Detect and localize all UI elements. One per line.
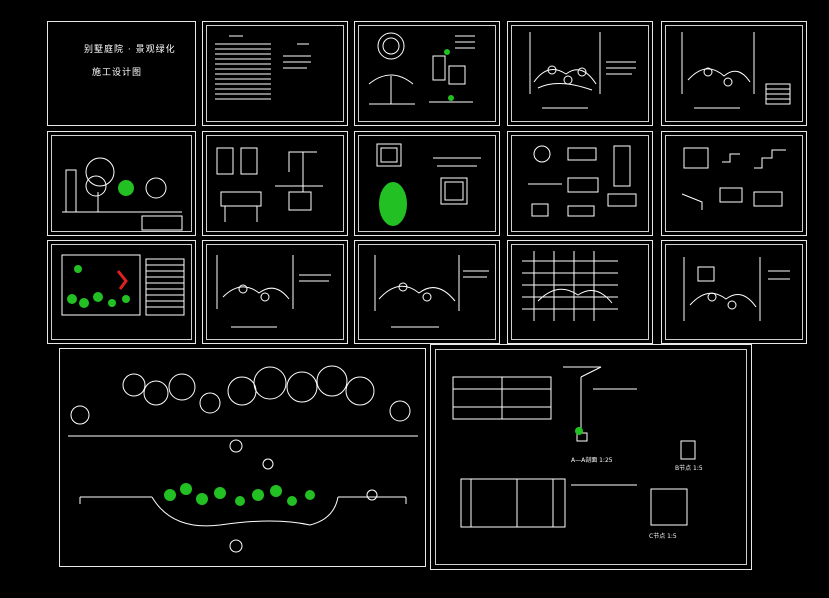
sheet-frame	[665, 135, 803, 232]
sheet-frame	[511, 135, 649, 232]
paving-detail-drawing	[528, 145, 637, 217]
sheet-large-structure[interactable]: A—A剖面 1:25 B节点 1:5 C节点 1:5	[430, 344, 752, 570]
elevation-drawing	[62, 157, 183, 231]
plan-drawing-4	[374, 255, 489, 328]
sheet-paving-detail[interactable]	[507, 131, 653, 236]
cover-subtitle: 施工设计图	[92, 68, 143, 78]
sheet-frame	[206, 25, 344, 122]
sheet-index[interactable]	[202, 21, 348, 126]
caption-section-a: A—A剖面 1:25	[571, 457, 613, 464]
sheet-frame	[358, 244, 496, 340]
plan-drawing-5	[683, 257, 790, 321]
planting-detail-drawing	[376, 143, 481, 226]
sheet-section-1[interactable]	[202, 131, 348, 236]
sheet-large-elevation-plan[interactable]	[59, 348, 426, 567]
grid-plan-drawing	[522, 251, 618, 321]
steps-detail-drawing	[681, 147, 786, 210]
sheet-frame	[511, 25, 649, 122]
large-elevation-plan-drawing	[68, 365, 418, 553]
sheet-frame	[358, 135, 496, 232]
sheet-frame	[665, 244, 803, 340]
plan-drawing-1	[529, 32, 636, 109]
sheet-planting-detail[interactable]	[354, 131, 500, 236]
index-table-drawing	[215, 35, 311, 100]
tree-detail-drawing	[368, 32, 475, 105]
caption-detail-c: C节点 1:5	[649, 533, 677, 540]
sheet-grid-plan[interactable]	[507, 240, 653, 344]
site-plan-drawing	[61, 254, 185, 316]
cover-title: 别墅庭院 · 景观绿化	[84, 45, 176, 55]
sheet-plan-1[interactable]	[507, 21, 653, 126]
sheet-steps-detail[interactable]	[661, 131, 807, 236]
sheet-frame	[206, 135, 344, 232]
sheet-frame	[665, 25, 803, 122]
sheet-frame	[435, 349, 747, 565]
section-drawing-1	[216, 147, 323, 222]
sheet-frame	[51, 244, 192, 340]
sheet-plan-4[interactable]	[354, 240, 500, 344]
cover-sheet[interactable]: 别墅庭院 · 景观绿化 施工设计图	[47, 21, 196, 126]
sheet-site-plan[interactable]	[47, 240, 196, 344]
plan-drawing-2	[681, 32, 791, 109]
caption-detail-b: B节点 1:5	[675, 465, 703, 472]
sheet-frame	[51, 135, 192, 232]
plan-drawing-3	[216, 255, 331, 328]
sheet-frame	[358, 25, 496, 122]
sheet-frame	[511, 244, 649, 340]
sheet-detail-tree[interactable]	[354, 21, 500, 126]
sheet-plan-3[interactable]	[202, 240, 348, 344]
structure-detail-drawing	[452, 366, 696, 528]
sheet-plan-5[interactable]	[661, 240, 807, 344]
sheet-frame	[206, 244, 344, 340]
sheet-elevation[interactable]	[47, 131, 196, 236]
sheet-plan-2[interactable]	[661, 21, 807, 126]
